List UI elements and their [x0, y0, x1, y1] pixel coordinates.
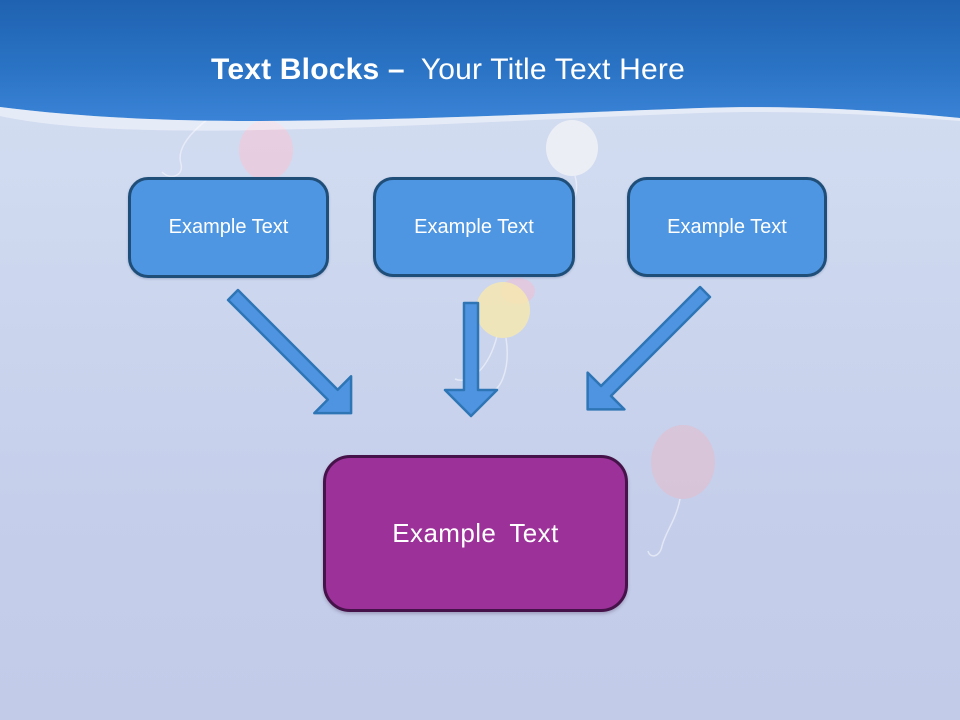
balloon-pink-small-icon [501, 278, 535, 304]
header-wave-highlight [0, 107, 960, 131]
text-block-3-label: Example Text [667, 215, 787, 238]
title-bold-part: Text Blocks – [211, 53, 405, 86]
text-block-2-label: Example Text [414, 215, 534, 238]
balloon-pink-bottom-icon [651, 425, 715, 499]
page-title: Text Blocks – Your Title Text Here [0, 52, 960, 88]
balloon-pink-top-icon [239, 120, 293, 180]
result-block: Example Text [323, 455, 628, 612]
balloon-yellow-icon [476, 282, 530, 338]
text-block-1: Example Text [128, 177, 329, 278]
down-left-arrow-icon [586, 285, 712, 411]
down-arrow-icon [443, 301, 499, 418]
text-block-2: Example Text [373, 177, 575, 277]
text-block-1-label: Example Text [168, 216, 289, 238]
title-regular-part: Your Title Text Here [420, 53, 685, 86]
balloon-white-icon [546, 120, 598, 176]
down-right-arrow-icon [226, 288, 353, 415]
text-block-3: Example Text [627, 177, 827, 277]
result-block-label: Example Text [392, 518, 559, 548]
